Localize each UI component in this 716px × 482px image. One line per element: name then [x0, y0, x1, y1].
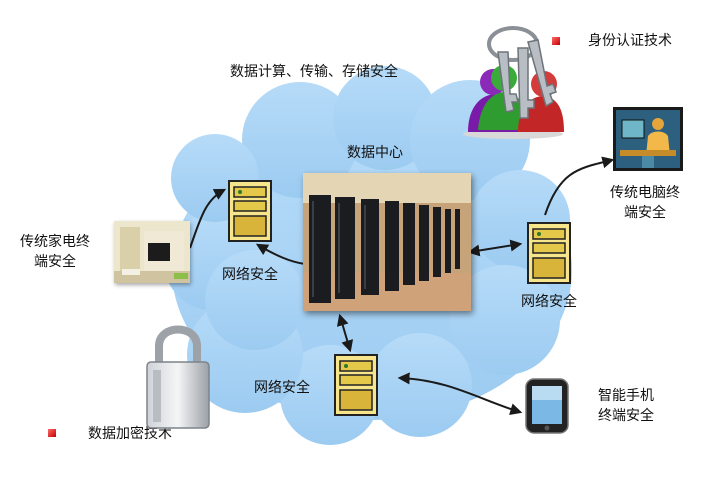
pc-endpoint-label-2: 端安全 [624, 205, 666, 221]
smartphone-endpoint-label-1: 智能手机 [598, 388, 654, 404]
connector-home-to-server [189, 188, 227, 249]
smartphone-icon [525, 378, 569, 434]
legend-bullet-auth [552, 37, 560, 45]
connector-server-to-datacenter [255, 243, 306, 265]
pc-endpoint-label-1: 传统电脑终 [610, 185, 680, 201]
datacenter-photo [303, 173, 471, 311]
connector-rightserver-to-pc [544, 156, 615, 216]
home-endpoint-label-1: 传统家电终 [20, 234, 90, 250]
server-icon-left [228, 180, 272, 242]
keys-users-icon [463, 26, 564, 139]
connector-datacenter-to-bottomserver [336, 313, 354, 353]
connector-bottomserver-to-phone [397, 372, 523, 415]
living-room-photo [114, 221, 190, 283]
network-node-label-left: 网络安全 [222, 267, 278, 283]
network-node-label-right: 网络安全 [521, 294, 577, 310]
datacenter-label: 数据中心 [347, 145, 403, 161]
legend-label-encryption: 数据加密技术 [88, 426, 172, 442]
legend-bullet-encryption [48, 429, 56, 437]
padlock-icon [146, 325, 210, 429]
server-icon-bottom [334, 354, 378, 416]
pc-user-icon [613, 107, 683, 171]
network-node-label-bottom: 网络安全 [254, 380, 310, 396]
legend-label-auth: 身份认证技术 [588, 33, 672, 49]
server-icon-right [527, 222, 571, 284]
home-endpoint-label-2: 端安全 [34, 254, 76, 270]
smartphone-endpoint-label-2: 终端安全 [598, 408, 654, 424]
diagram-title: 数据计算、传输、存储安全 [230, 64, 398, 80]
connector-datacenter-to-rightserver [467, 239, 523, 257]
